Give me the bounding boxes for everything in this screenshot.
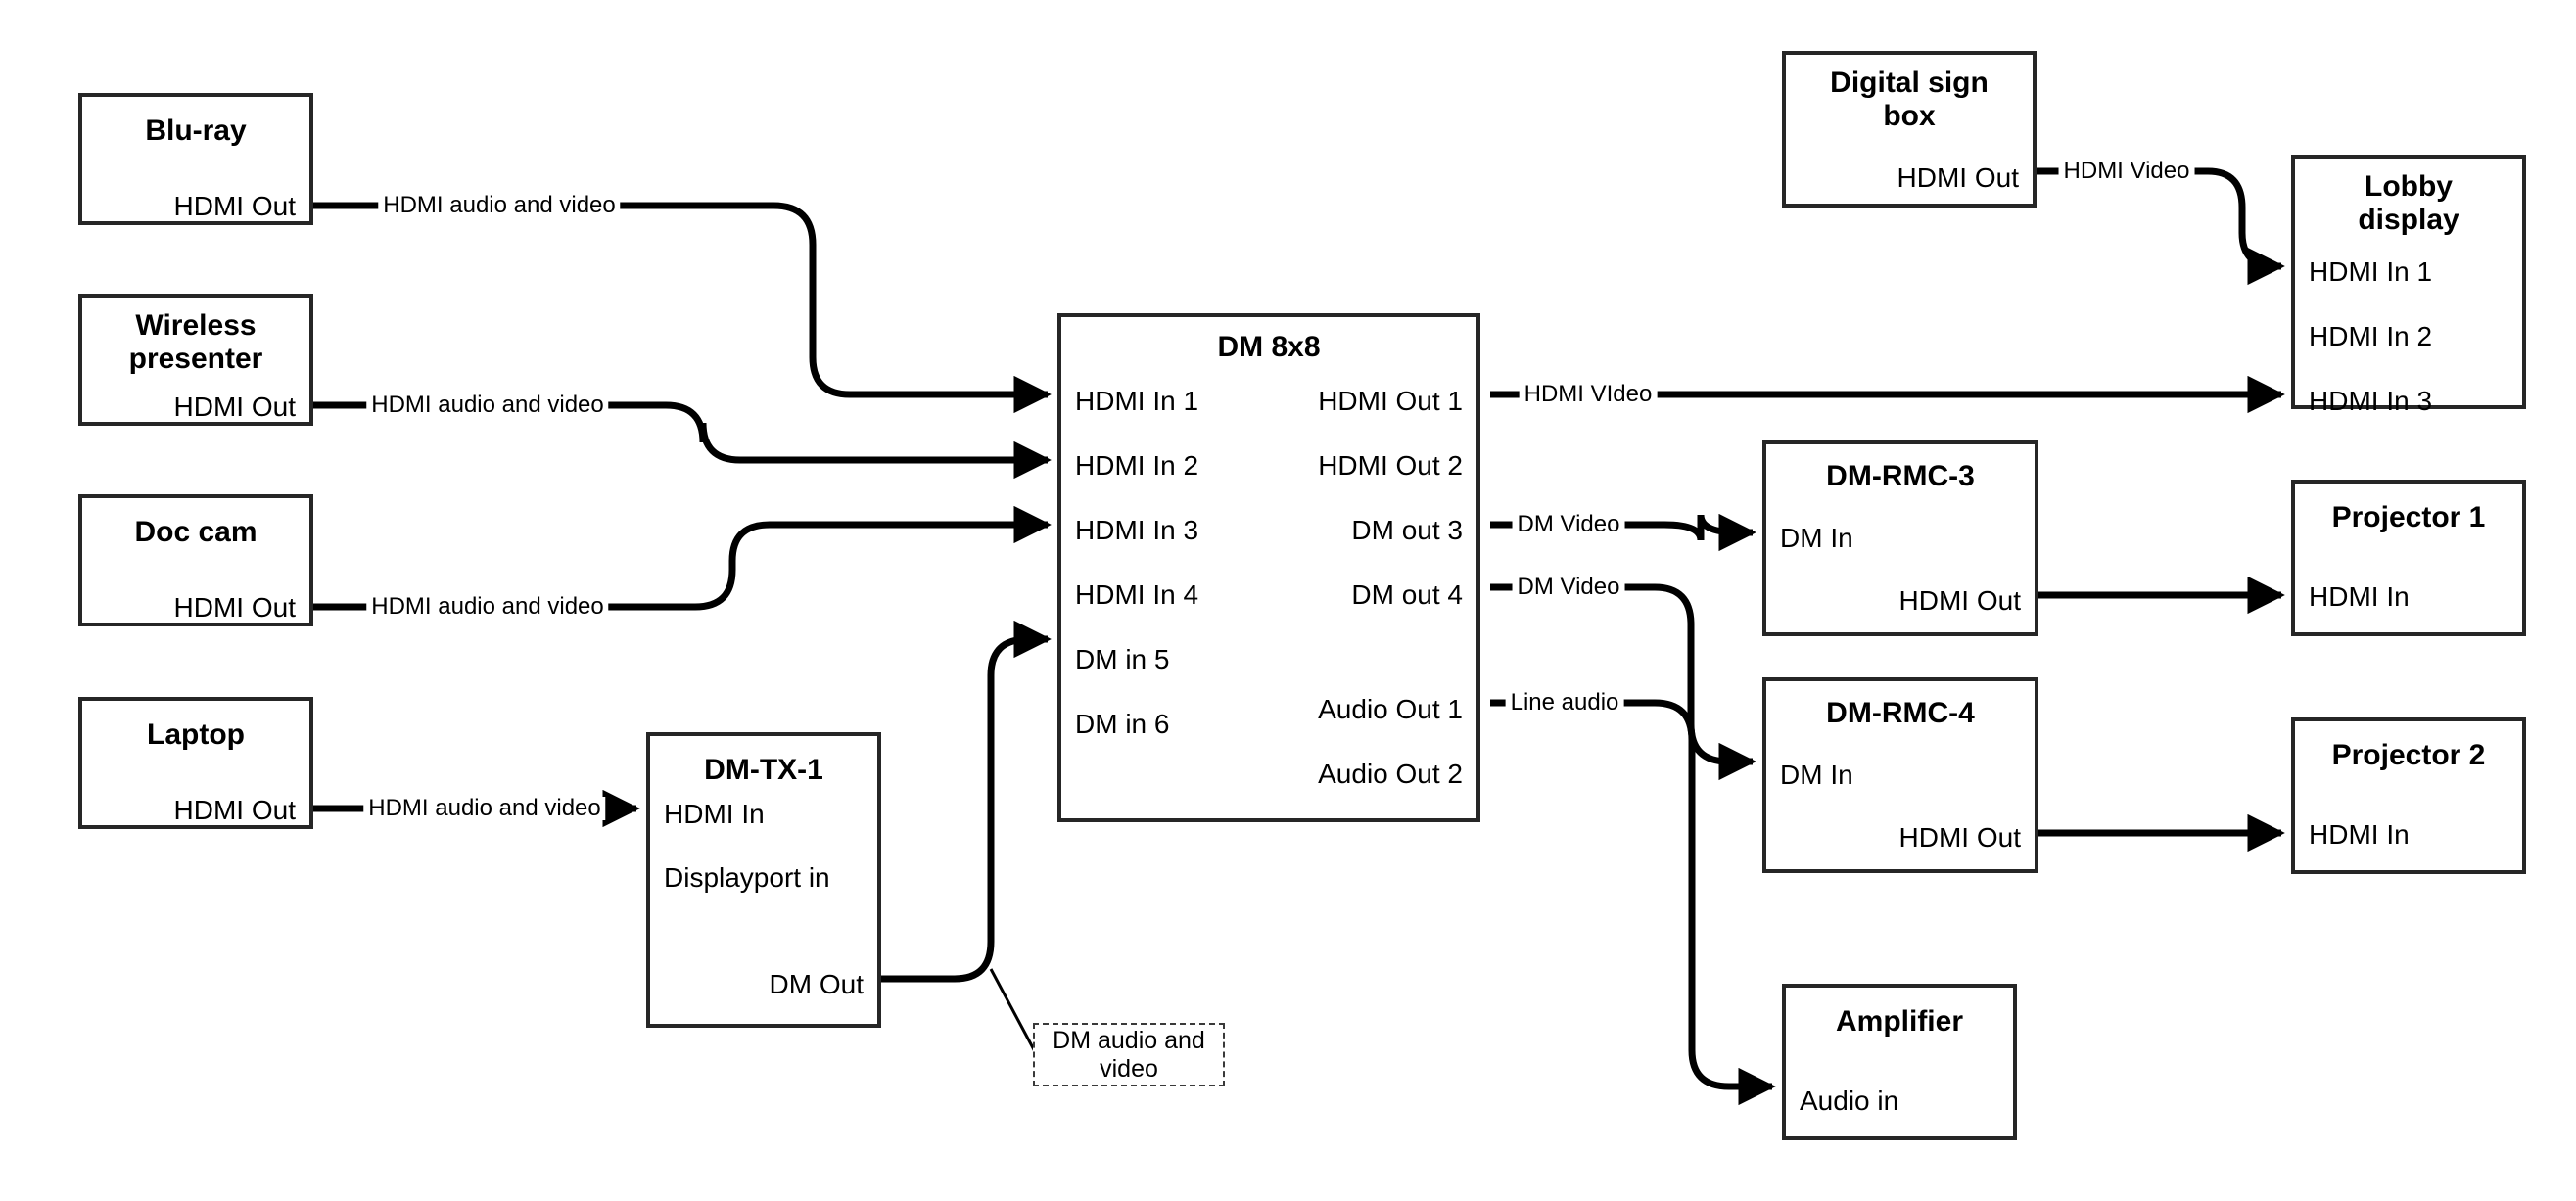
node-dm-8x8-title: DM 8x8 (1217, 331, 1321, 363)
node-dm-rmc-3-title: DM-RMC-3 (1826, 460, 1975, 492)
node-dm-8x8-port-audio-out-2[interactable]: Audio Out 2 (1318, 759, 1463, 789)
node-projector-1-title: Projector 1 (2331, 501, 2486, 533)
node-dm-8x8-port-hdmi-out-2[interactable]: HDMI Out 2 (1318, 450, 1463, 481)
node-dm-tx-1-port-dm-out[interactable]: DM Out (769, 969, 864, 999)
node-dm-8x8-port-hdmi-in-4[interactable]: HDMI In 4 (1075, 579, 1199, 610)
node-digital-sign-box-title: Digital sign box (1830, 67, 1989, 132)
node-lobby-display-port-hdmi-in-1[interactable]: HDMI In 1 (2309, 256, 2433, 287)
node-dm-8x8-port-dm-out-3[interactable]: DM out 3 (1351, 515, 1463, 545)
node-dm-8x8-port-dm-in-5[interactable]: DM in 5 (1075, 644, 1170, 674)
node-dm-rmc-3-port-hdmi-out[interactable]: HDMI Out (1898, 585, 2021, 616)
node-projector-2-port-hdmi-in[interactable]: HDMI In (2309, 819, 2410, 850)
node-dm-8x8-port-hdmi-in-2[interactable]: HDMI In 2 (1075, 450, 1199, 481)
node-amplifier-port-audio-in[interactable]: Audio in (1800, 1086, 1899, 1116)
node-dm-rmc-3[interactable]: DM-RMC-3 DM In HDMI Out (1762, 440, 2038, 636)
wire-label-bluray-to-dm8x8: HDMI audio and video (378, 194, 621, 217)
node-dm-8x8-port-hdmi-in-3[interactable]: HDMI In 3 (1075, 515, 1199, 545)
node-dm-8x8-port-dm-in-6[interactable]: DM in 6 (1075, 709, 1170, 739)
wire-dm8x8-dmout4-to-dmrmc4-dm-in (1490, 583, 1756, 781)
node-dm-tx-1[interactable]: DM-TX-1 HDMI In Displayport in DM Out (646, 732, 881, 1028)
node-laptop-title: Laptop (147, 718, 245, 751)
node-bluray-title: Blu-ray (145, 115, 247, 147)
wire-label-doccam-to-dm8x8: HDMI audio and video (366, 595, 609, 619)
node-dm-rmc-4-port-dm-in[interactable]: DM In (1780, 760, 1853, 790)
node-wireless-presenter-title: Wireless presenter (128, 309, 263, 375)
node-projector-1-port-hdmi-in[interactable]: HDMI In (2309, 581, 2410, 612)
node-wireless-presenter-port-hdmi-out[interactable]: HDMI Out (173, 392, 296, 422)
node-lobby-display[interactable]: Lobby display HDMI In 1 HDMI In 2 HDMI I… (2291, 155, 2526, 416)
node-dm-8x8-port-audio-out-1[interactable]: Audio Out 1 (1318, 694, 1463, 724)
wire-label-hdmiout1-to-lobby: HDMI VIdeo (1519, 383, 1658, 406)
wire-label-laptop-to-dmtx1: HDMI audio and video (363, 797, 606, 820)
node-doc-cam[interactable]: Doc cam HDMI Out (78, 494, 313, 626)
node-doc-cam-port-hdmi-out[interactable]: HDMI Out (173, 592, 296, 623)
node-dm-8x8-port-dm-out-4[interactable]: DM out 4 (1351, 579, 1463, 610)
node-digital-sign-box-port-hdmi-out[interactable]: HDMI Out (1897, 162, 2019, 193)
node-wireless-presenter[interactable]: Wireless presenter HDMI Out (78, 294, 313, 426)
node-dm-rmc-4-port-hdmi-out[interactable]: HDMI Out (1898, 822, 2021, 853)
node-lobby-display-port-hdmi-in-3[interactable]: HDMI In 3 (2309, 386, 2433, 416)
node-lobby-display-port-hdmi-in-2[interactable]: HDMI In 2 (2309, 321, 2433, 351)
leader-line-dm-audio-video-callout (989, 968, 1040, 1058)
node-projector-2-title: Projector 2 (2331, 739, 2486, 771)
node-amplifier-title: Amplifier (1835, 1005, 1964, 1038)
node-projector-2[interactable]: Projector 2 HDMI In (2291, 717, 2526, 874)
node-dm-tx-1-port-hdmi-in[interactable]: HDMI In (664, 799, 765, 829)
node-laptop-port-hdmi-out[interactable]: HDMI Out (173, 795, 296, 825)
node-dm-8x8-port-hdmi-in-1[interactable]: HDMI In 1 (1075, 386, 1199, 416)
callout-dm-audio-and-video: DM audio and video (1033, 1023, 1225, 1086)
node-dm-rmc-4[interactable]: DM-RMC-4 DM In HDMI Out (1762, 677, 2038, 873)
node-doc-cam-title: Doc cam (134, 516, 258, 548)
node-dm-tx-1-port-displayport-in[interactable]: Displayport in (664, 862, 830, 893)
node-dm-8x8-port-hdmi-out-1[interactable]: HDMI Out 1 (1318, 386, 1463, 416)
node-dm-rmc-3-port-dm-in[interactable]: DM In (1780, 523, 1853, 553)
node-lobby-display-title: Lobby display (2358, 170, 2459, 236)
wire-label-audioout1-to-amp: Line audio (1505, 691, 1624, 715)
wire-digitalsign-to-lobby-hdmi-in-1 (2037, 167, 2285, 286)
node-dm-tx-1-title: DM-TX-1 (704, 754, 823, 786)
node-dm-8x8[interactable]: DM 8x8 HDMI In 1 HDMI In 2 HDMI In 3 HDM… (1057, 313, 1480, 822)
wire-label-sign-to-lobby: HDMI Video (2058, 160, 2195, 183)
node-bluray[interactable]: Blu-ray HDMI Out (78, 93, 313, 225)
wire-dm8x8-audioout1-to-amplifier (1490, 699, 1776, 1106)
node-bluray-port-hdmi-out[interactable]: HDMI Out (173, 191, 296, 221)
node-projector-1[interactable]: Projector 1 HDMI In (2291, 480, 2526, 636)
wire-label-wireless-to-dm8x8: HDMI audio and video (366, 393, 609, 417)
node-laptop[interactable]: Laptop HDMI Out (78, 697, 313, 829)
node-dm-rmc-4-title: DM-RMC-4 (1826, 697, 1975, 729)
node-amplifier[interactable]: Amplifier Audio in (1782, 984, 2017, 1140)
node-digital-sign-box[interactable]: Digital sign box HDMI Out (1782, 51, 2037, 208)
wire-bluray-to-dm8x8-hdmi-in-1 (313, 202, 1052, 414)
wire-label-dmout3-to-rmc3: DM Video (1512, 513, 1625, 536)
wire-dmtx1-to-dm8x8-dm-in-5 (881, 620, 1052, 983)
wire-label-dmout4-to-rmc4: DM Video (1512, 576, 1625, 599)
